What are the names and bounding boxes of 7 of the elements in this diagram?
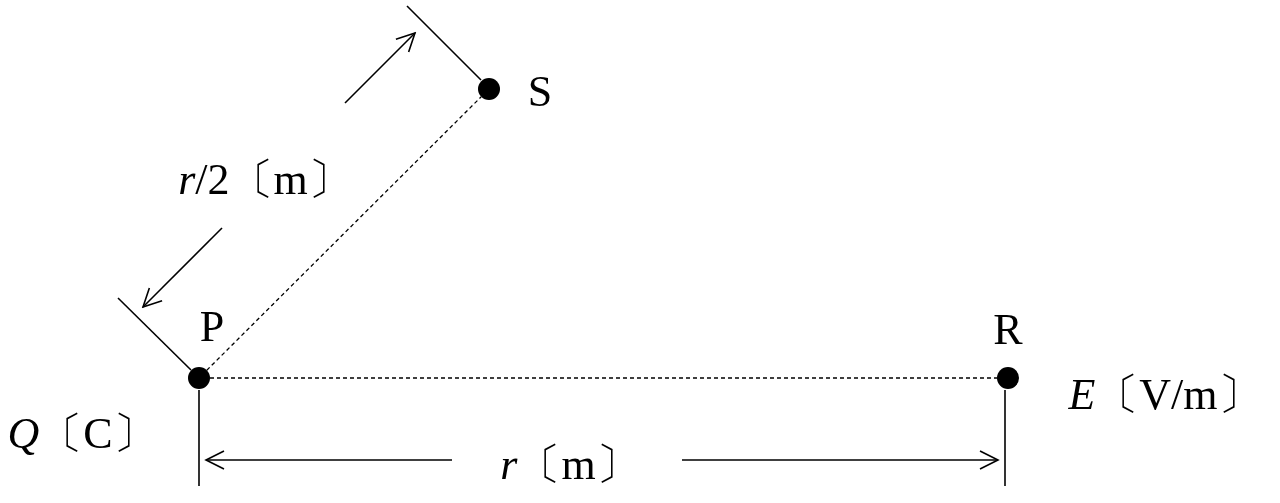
point-label: S (527, 70, 553, 114)
dashed-line (209, 377, 998, 379)
point-label: E〔V/m〕 (1068, 373, 1262, 417)
point-label: P (199, 305, 225, 349)
point-label: R (993, 308, 1023, 352)
point-label: Q〔C〕 (7, 412, 157, 456)
dashed-line (206, 96, 482, 371)
